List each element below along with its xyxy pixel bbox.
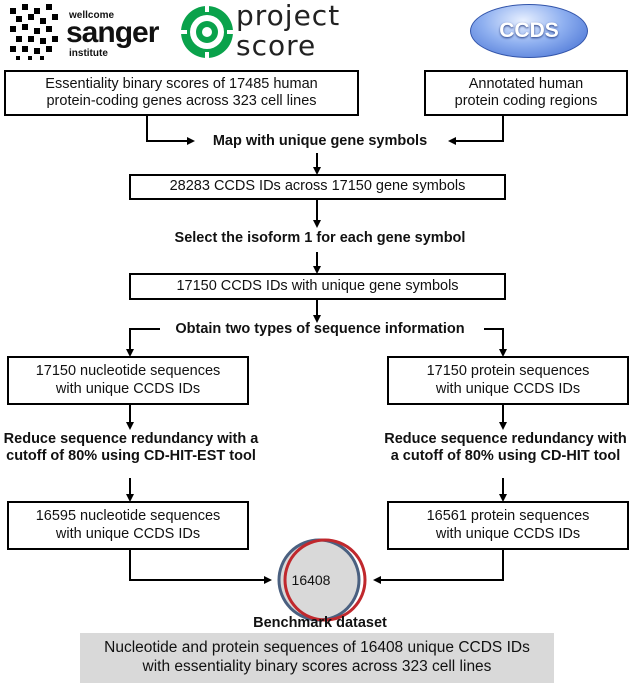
arrow-nucleotide-to-venn <box>129 549 272 584</box>
unique-symbols-box: 17150 CCDS IDs with unique gene symbols <box>129 273 506 300</box>
arrow-obtain-to-protein <box>484 328 507 357</box>
venn-diagram <box>277 538 367 622</box>
sanger-main-word: sanger <box>66 16 159 49</box>
protein-16561-box: 16561 protein sequences with unique CCDS… <box>387 501 629 550</box>
nucleotide-16595-box: 16595 nucleotide sequences with unique C… <box>7 501 249 550</box>
ccds-ids-box: 28283 CCDS IDs across 17150 gene symbols <box>129 174 506 200</box>
arrow-essentiality-to-map <box>146 115 195 145</box>
essentiality-scores-box: Essentiality binary scores of 17485 huma… <box>4 70 359 116</box>
arrow-annotated-to-map <box>448 115 504 145</box>
benchmark-dataset-label: Benchmark dataset <box>253 615 387 631</box>
protein-17150-box: 17150 protein sequences with unique CCDS… <box>387 356 629 405</box>
isoform-step-label: Select the isoform 1 for each gene symbo… <box>174 230 466 246</box>
obtain-step-label: Obtain two types of sequence information <box>175 321 465 337</box>
nucleotide-17150-box: 17150 nucleotide sequences with unique C… <box>7 356 249 405</box>
sanger-logo-grid <box>10 4 58 60</box>
project-score-logo: project score <box>173 0 353 66</box>
map-step-label: Map with unique gene symbols <box>212 133 428 149</box>
ccds-logo: CCDS <box>470 4 588 58</box>
target-icon <box>177 2 237 62</box>
venn-overlap-count: 16408 <box>291 572 331 588</box>
reduce-right-step-label: Reduce sequence redundancy with a cutoff… <box>384 431 627 465</box>
sanger-top-word: wellcome <box>69 10 115 21</box>
sanger-institute-logo: wellcome sanger institute <box>6 2 166 64</box>
venn-circle-protein <box>283 538 367 622</box>
sanger-bottom-word: institute <box>69 48 108 59</box>
reduce-left-step-label: Reduce sequence redundancy with a cutoff… <box>3 431 259 465</box>
arrow-obtain-to-nucleotide <box>126 328 160 357</box>
arrow-protein-to-venn <box>373 549 504 584</box>
final-dataset-box: Nucleotide and protein sequences of 1640… <box>80 633 554 683</box>
annotated-regions-box: Annotated human protein coding regions <box>424 70 628 116</box>
project-score-text: project score <box>236 0 341 62</box>
